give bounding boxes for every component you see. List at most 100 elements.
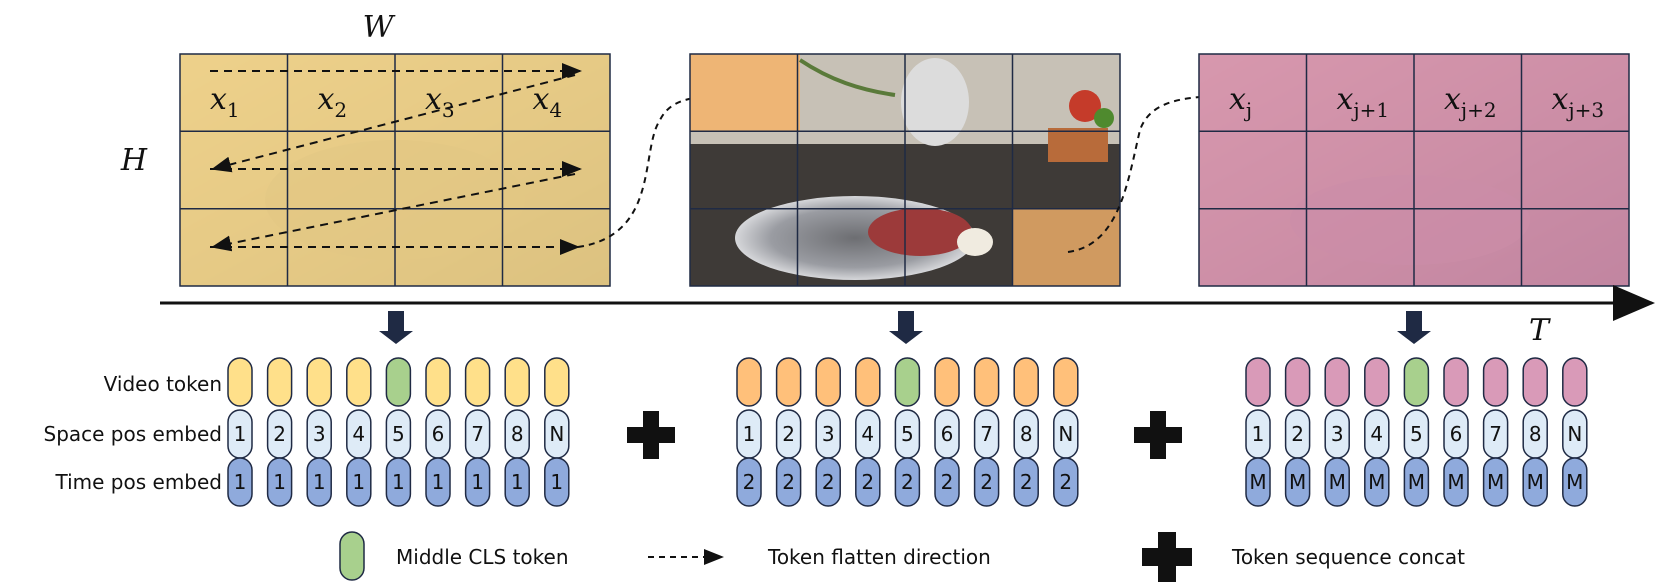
video-token [425, 357, 451, 407]
space-pos-value: N [549, 422, 564, 446]
time-pos-value: 2 [901, 470, 914, 494]
time-pos-value: 1 [352, 470, 365, 494]
space-pos-value: 2 [273, 422, 286, 446]
time-pos-embed [1053, 457, 1079, 507]
row-label-time-pos: Time pos embed [55, 470, 223, 494]
video-token [1013, 357, 1039, 407]
time-pos-embed [1522, 457, 1548, 507]
space-pos-value: 4 [352, 422, 365, 446]
time-pos-embed [425, 457, 451, 507]
time-pos-value: 2 [822, 470, 835, 494]
time-pos-embed [973, 457, 1000, 507]
space-pos-value: 6 [1450, 422, 1463, 446]
space-pos-value: N [1058, 422, 1073, 446]
patch-token-label: x2 [318, 82, 348, 122]
time-pos-value: M [1447, 470, 1464, 494]
legend-cls-swatch [339, 531, 365, 581]
time-pos-value: 2 [980, 470, 993, 494]
cls-token [385, 357, 412, 407]
garlic [957, 228, 993, 256]
legend-cls-label: Middle CLS token [396, 545, 569, 569]
space-pos-value: 1 [743, 422, 756, 446]
space-pos-value: 8 [511, 422, 524, 446]
space-pos-value: 3 [822, 422, 835, 446]
time-pos-embed [385, 457, 412, 507]
concat-plus-icon [627, 411, 675, 459]
cls-token [1403, 357, 1430, 407]
time-pos-embed [306, 457, 332, 507]
video-token [1284, 357, 1311, 407]
video-token [1562, 357, 1588, 407]
down-arrows [379, 311, 1431, 344]
height-axis-label: H [120, 143, 148, 178]
steak [868, 208, 972, 256]
time-pos-embed [1364, 457, 1390, 507]
video-token [1443, 357, 1469, 407]
time-pos-embed [1013, 457, 1039, 507]
space-pos-value: 1 [1252, 422, 1265, 446]
time-pos-embed [736, 457, 762, 507]
time-pos-value: 1 [273, 470, 286, 494]
video-token [346, 357, 372, 407]
video-token [736, 357, 762, 407]
time-pos-value: M [1368, 470, 1385, 494]
down-arrow [889, 311, 923, 344]
space-pos-value: 5 [392, 422, 405, 446]
time-pos-embed [894, 457, 921, 507]
token-groups: 1121314151617181N11222324252627282N21M2M… [227, 357, 1588, 507]
time-pos-embed [227, 457, 253, 507]
time-pos-embed [775, 457, 802, 507]
space-pos-value: 8 [1529, 422, 1542, 446]
time-pos-value: 1 [511, 470, 524, 494]
time-pos-value: 2 [941, 470, 954, 494]
row-label-space-pos: Space pos embed [44, 422, 223, 446]
time-pos-value: 2 [782, 470, 795, 494]
space-pos-value: 4 [861, 422, 874, 446]
video-token [1053, 357, 1079, 407]
time-pos-embed [1482, 457, 1509, 507]
frame-transition-arrow [1067, 88, 1232, 253]
time-pos-embed [1284, 457, 1311, 507]
video-token [1324, 357, 1350, 407]
saucepan [901, 58, 969, 146]
time-pos-value: M [1566, 470, 1583, 494]
time-pos-value: M [1408, 470, 1425, 494]
video-token [504, 357, 530, 407]
time-pos-embed [544, 457, 570, 507]
video-token [815, 357, 841, 407]
pepper [1094, 108, 1114, 128]
time-pos-value: 2 [743, 470, 756, 494]
time-pos-value: 1 [313, 470, 326, 494]
concat-symbols [627, 411, 1182, 459]
time-pos-embed [464, 457, 491, 507]
video-token [1482, 357, 1509, 407]
time-pos-embed [346, 457, 372, 507]
patch-grid [689, 53, 1121, 287]
legend-concat-label: Token sequence concat [1231, 545, 1465, 569]
second-frame [689, 53, 1121, 287]
video-token [464, 357, 491, 407]
time-pos-value: 1 [550, 470, 563, 494]
patch-grid [179, 53, 611, 287]
space-pos-value: 3 [313, 422, 326, 446]
time-pos-value: 1 [432, 470, 445, 494]
time-pos-embed [504, 457, 530, 507]
cls-token [894, 357, 921, 407]
row-label-video-token: Video token [104, 372, 222, 396]
time-pos-value: M [1329, 470, 1346, 494]
time-pos-embed [815, 457, 841, 507]
video-token [855, 357, 881, 407]
legend-concat-plus-icon [1142, 532, 1192, 582]
patch-grid [1198, 53, 1630, 287]
time-pos-embed [934, 457, 960, 507]
legend: Middle CLS token Token flatten direction… [339, 531, 1465, 582]
time-pos-value: 1 [392, 470, 405, 494]
space-pos-value: 5 [1410, 422, 1423, 446]
width-axis-label: W [363, 10, 396, 45]
time-pos-embed [1443, 457, 1469, 507]
